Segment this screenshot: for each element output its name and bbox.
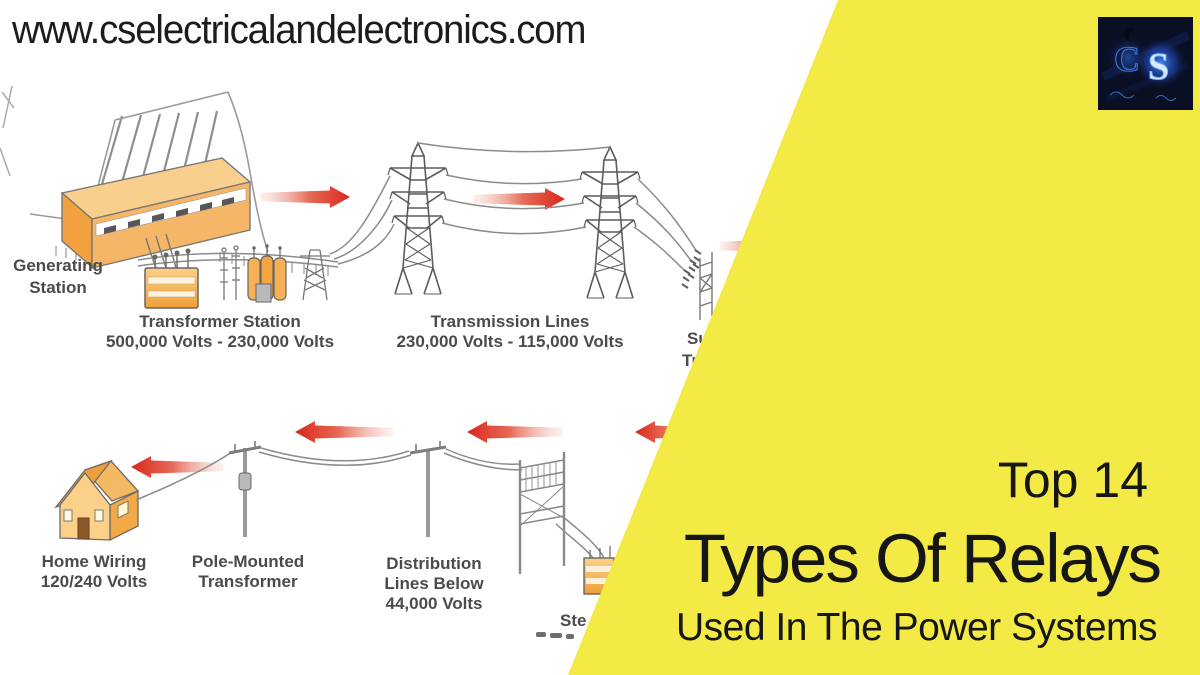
label-transmission-line2: 230,000 Volts - 115,000 Volts [396,332,624,351]
left-edge-fragment [0,85,15,177]
label-home-line1: Home Wiring [41,552,147,571]
arrow-left-2 [295,421,393,443]
transmission-tower-2 [579,146,641,299]
label-pole-line1: Pole-Mounted [191,552,305,571]
generating-station-art [29,91,329,276]
label-transformer-line2: 500,000 Volts - 230,000 Volts [105,332,335,351]
arrow-right-1 [260,186,350,208]
label-distribution-line2: Lines Below [384,574,484,593]
title-top14: Top 14 [997,452,1148,508]
label-transmission-line1: Transmission Lines [430,312,590,331]
label-generating-line2: Station [29,278,87,297]
label-pole-mounted: Pole-Mounted Transformer [182,552,314,592]
title-used-in-power-systems: Used In The Power Systems [676,606,1157,649]
transmission-tower-1 [387,142,449,295]
label-distribution-line1: Distribution [386,554,482,573]
label-transformer-station: Transformer Station 500,000 Volts - 230,… [95,312,345,352]
label-generating-station: Generating Station [0,255,116,299]
logo-letter-c: C [1114,39,1140,79]
distribution-pole-art [258,441,523,537]
label-stepdown-ste: Ste [560,611,587,630]
label-home-wiring: Home Wiring 120/240 Volts [28,552,160,592]
logo-letter-s: S [1148,46,1169,88]
label-pole-line2: Transformer [198,572,298,591]
website-url: www.cselectricalandelectronics.com [12,8,586,52]
label-generating-line1: Generating [13,256,103,275]
arrow-right-2 [473,188,565,210]
arrow-left-3 [467,421,562,443]
label-home-line2: 120/240 Volts [40,572,148,591]
substation-art-partial [681,249,713,320]
label-distribution-line3: 44,000 Volts [385,594,483,613]
cs-logo: C S [1098,17,1193,110]
arrow-left-1 [131,456,223,478]
transmission-wires [417,142,698,273]
transformer-station-art [144,244,330,309]
label-transformer-line1: Transformer Station [139,312,301,331]
label-stepdown-partial: Ste [560,611,586,631]
label-distribution-lines: Distribution Lines Below 44,000 Volts [368,554,500,614]
stepdown-label-fragment [536,632,574,639]
house-art [54,459,140,542]
pole-mounted-transformer-art [135,441,262,537]
title-types-of-relays: Types Of Relays [683,520,1162,597]
label-transmission-lines: Transmission Lines 230,000 Volts - 115,0… [385,312,635,352]
